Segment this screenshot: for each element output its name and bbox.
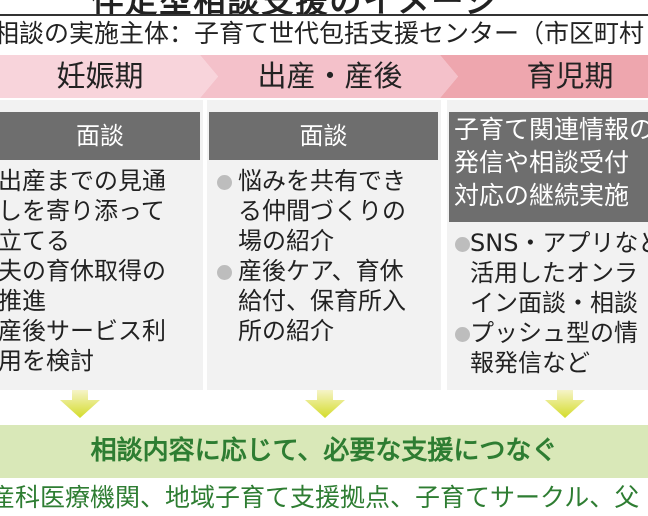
item-text: 活用したオンラ [470, 259, 638, 287]
connect-banner [0, 425, 648, 478]
bullet-icon [455, 237, 470, 252]
item-text: 推進 [0, 287, 46, 315]
down-arrow-icon [60, 390, 100, 418]
connect-banner-text: 相談内容に応じて、必要な支援につなぐ [90, 436, 558, 466]
item-text: SNS・アプリなど [470, 229, 648, 257]
item-text: 産後サービス利 [0, 317, 166, 345]
item-text: 場の紹介 [238, 227, 334, 255]
column-header-text: 面談 [299, 122, 348, 150]
phase-label-birth: 出産・産後 [257, 59, 403, 93]
down-arrow-icon [305, 390, 345, 418]
column-header-text: 発信や相談受付 [454, 148, 630, 177]
item-text: 立てる [0, 227, 70, 255]
item-text: 悩みを共有でき [238, 167, 406, 195]
item-text: イン面談・相談 [470, 289, 638, 317]
bullet-icon [455, 327, 470, 342]
column-header-text: 面談 [76, 122, 124, 150]
phase-label-pregnancy: 妊娠期 [56, 59, 144, 93]
bullet-icon [217, 265, 232, 280]
down-arrow-icon [545, 390, 585, 418]
subtitle: 相談の実施主体：子育て世代包括支援センター（市区町村 [0, 19, 645, 48]
phase-chevron-childcare [440, 55, 648, 98]
item-text: 出産までの見通 [0, 167, 166, 195]
item-text: プッシュ型の情 [470, 319, 638, 347]
phase-chevron-pregnancy [0, 55, 218, 98]
column-header-text: 子育て関連情報の [454, 115, 648, 144]
title-divider [0, 14, 648, 16]
phase-chevron-birth [200, 55, 458, 98]
item-text: 所の紹介 [238, 317, 334, 345]
item-text: 用を検討 [0, 347, 94, 375]
item-text: 給付、保育所入 [238, 287, 406, 315]
bullet-icon [217, 175, 232, 190]
column-header [449, 112, 648, 222]
item-text: しを寄り添って [0, 197, 165, 225]
phase-chevron-band [0, 55, 648, 98]
column-header [209, 112, 438, 160]
item-text: る仲間づくりの [238, 197, 406, 225]
item-text: 産後ケア、育休 [238, 257, 404, 285]
column-header-text: 対応の継続実施 [454, 181, 630, 210]
item-text: 夫の育休取得の [0, 257, 166, 285]
item-text: 報発信など [470, 349, 590, 377]
phase-label-childcare: 育児期 [526, 59, 614, 93]
support-destinations: 産科医療機関、地域子育て支援拠点、子育てサークル、父 [0, 483, 640, 512]
column-header [0, 112, 200, 160]
